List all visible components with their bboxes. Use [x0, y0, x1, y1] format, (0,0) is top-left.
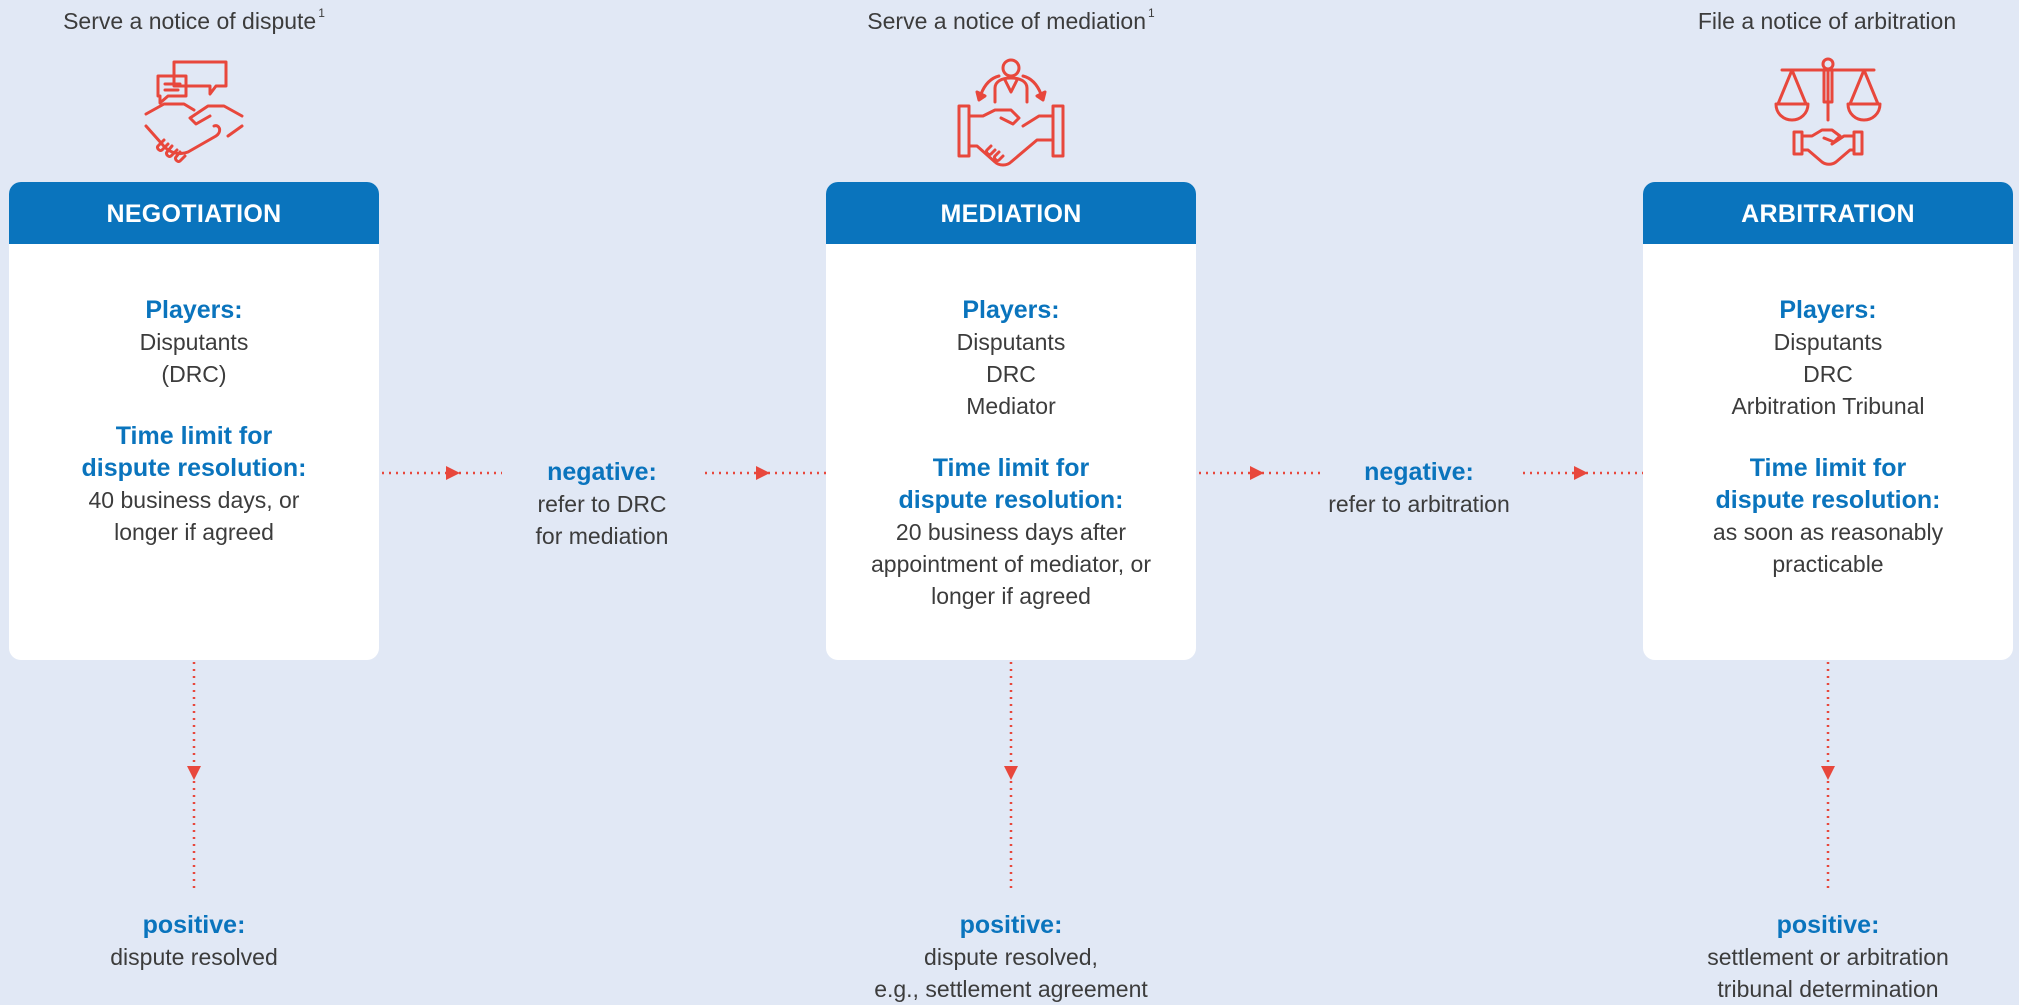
player: Arbitration Tribunal [1731, 393, 1925, 419]
time-limit-label: Time limit for [1749, 454, 1907, 482]
stage-title: NEGOTIATION [9, 182, 379, 244]
mediator-handshake-icon [957, 58, 1065, 167]
players-label: Players: [145, 296, 243, 324]
stage-card-arbitration: ARBITRATION Players: Disputants DRC Arbi… [1643, 182, 2013, 660]
positive-outcome-negotiation: positive: dispute resolved [0, 909, 424, 973]
arrow-head-down [187, 766, 201, 780]
time-limit-value: 40 business days, or [88, 487, 300, 513]
notice-arbitration: File a notice of arbitration [1697, 8, 1957, 34]
arrow-head-right [1250, 466, 1264, 480]
stage-title: ARBITRATION [1643, 182, 2013, 244]
stage-card-negotiation: NEGOTIATION Players: Disputants (DRC) Ti… [9, 182, 379, 660]
time-limit-label: dispute resolution: [1715, 486, 1941, 514]
player: DRC [986, 361, 1036, 387]
negative-label: negative: [1364, 458, 1474, 486]
negative-label: negative: [547, 458, 657, 486]
player: Disputants [139, 329, 249, 355]
positive-text: dispute resolved, [924, 944, 1098, 970]
positive-label: positive: [142, 911, 246, 939]
negative-outcome-mediation: negative: refer to arbitration [1299, 456, 1539, 520]
time-limit-value: longer if agreed [114, 519, 274, 545]
positive-text: settlement or arbitration [1707, 944, 1949, 970]
positive-outcome-mediation: positive: dispute resolved, e.g., settle… [781, 909, 1241, 1005]
time-limit-value: practicable [1772, 551, 1884, 577]
time-limit-label: dispute resolution: [898, 486, 1124, 514]
arrow-head-right [1574, 466, 1588, 480]
time-limit-label: dispute resolution: [81, 454, 307, 482]
arrow-head-right [756, 466, 770, 480]
positive-text: dispute resolved [110, 944, 278, 970]
positive-text: tribunal determination [1717, 976, 1939, 1002]
time-limit-value: longer if agreed [931, 583, 1091, 609]
players-label: Players: [1779, 296, 1877, 324]
player: Disputants [1773, 329, 1883, 355]
positive-label: positive: [1776, 911, 1880, 939]
positive-label: positive: [959, 911, 1063, 939]
positive-outcome-arbitration: positive: settlement or arbitration trib… [1598, 909, 2019, 1005]
players-label: Players: [962, 296, 1060, 324]
arrow-head-down [1004, 766, 1018, 780]
handshake-chat-icon [144, 60, 244, 163]
time-limit-label: Time limit for [115, 422, 273, 450]
scales-handshake-icon [1774, 57, 1882, 166]
player: Disputants [956, 329, 1066, 355]
player: (DRC) [161, 361, 227, 387]
time-limit-value: appointment of mediator, or [871, 551, 1151, 577]
stage-card-mediation: MEDIATION Players: Disputants DRC Mediat… [826, 182, 1196, 660]
negative-text: for mediation [535, 523, 669, 549]
stage-title: MEDIATION [826, 182, 1196, 244]
time-limit-value: 20 business days after [895, 519, 1127, 545]
negative-outcome-negotiation: negative: refer to DRC for mediation [482, 456, 722, 552]
positive-text: e.g., settlement agreement [874, 976, 1148, 1002]
arrow-head-down [1821, 766, 1835, 780]
time-limit-value: as soon as reasonably [1712, 519, 1944, 545]
time-limit-label: Time limit for [932, 454, 1090, 482]
arrow-head-right [446, 466, 460, 480]
negative-text: refer to arbitration [1328, 491, 1510, 517]
negative-text: refer to DRC [537, 491, 667, 517]
player: Mediator [966, 393, 1056, 419]
player: DRC [1803, 361, 1853, 387]
